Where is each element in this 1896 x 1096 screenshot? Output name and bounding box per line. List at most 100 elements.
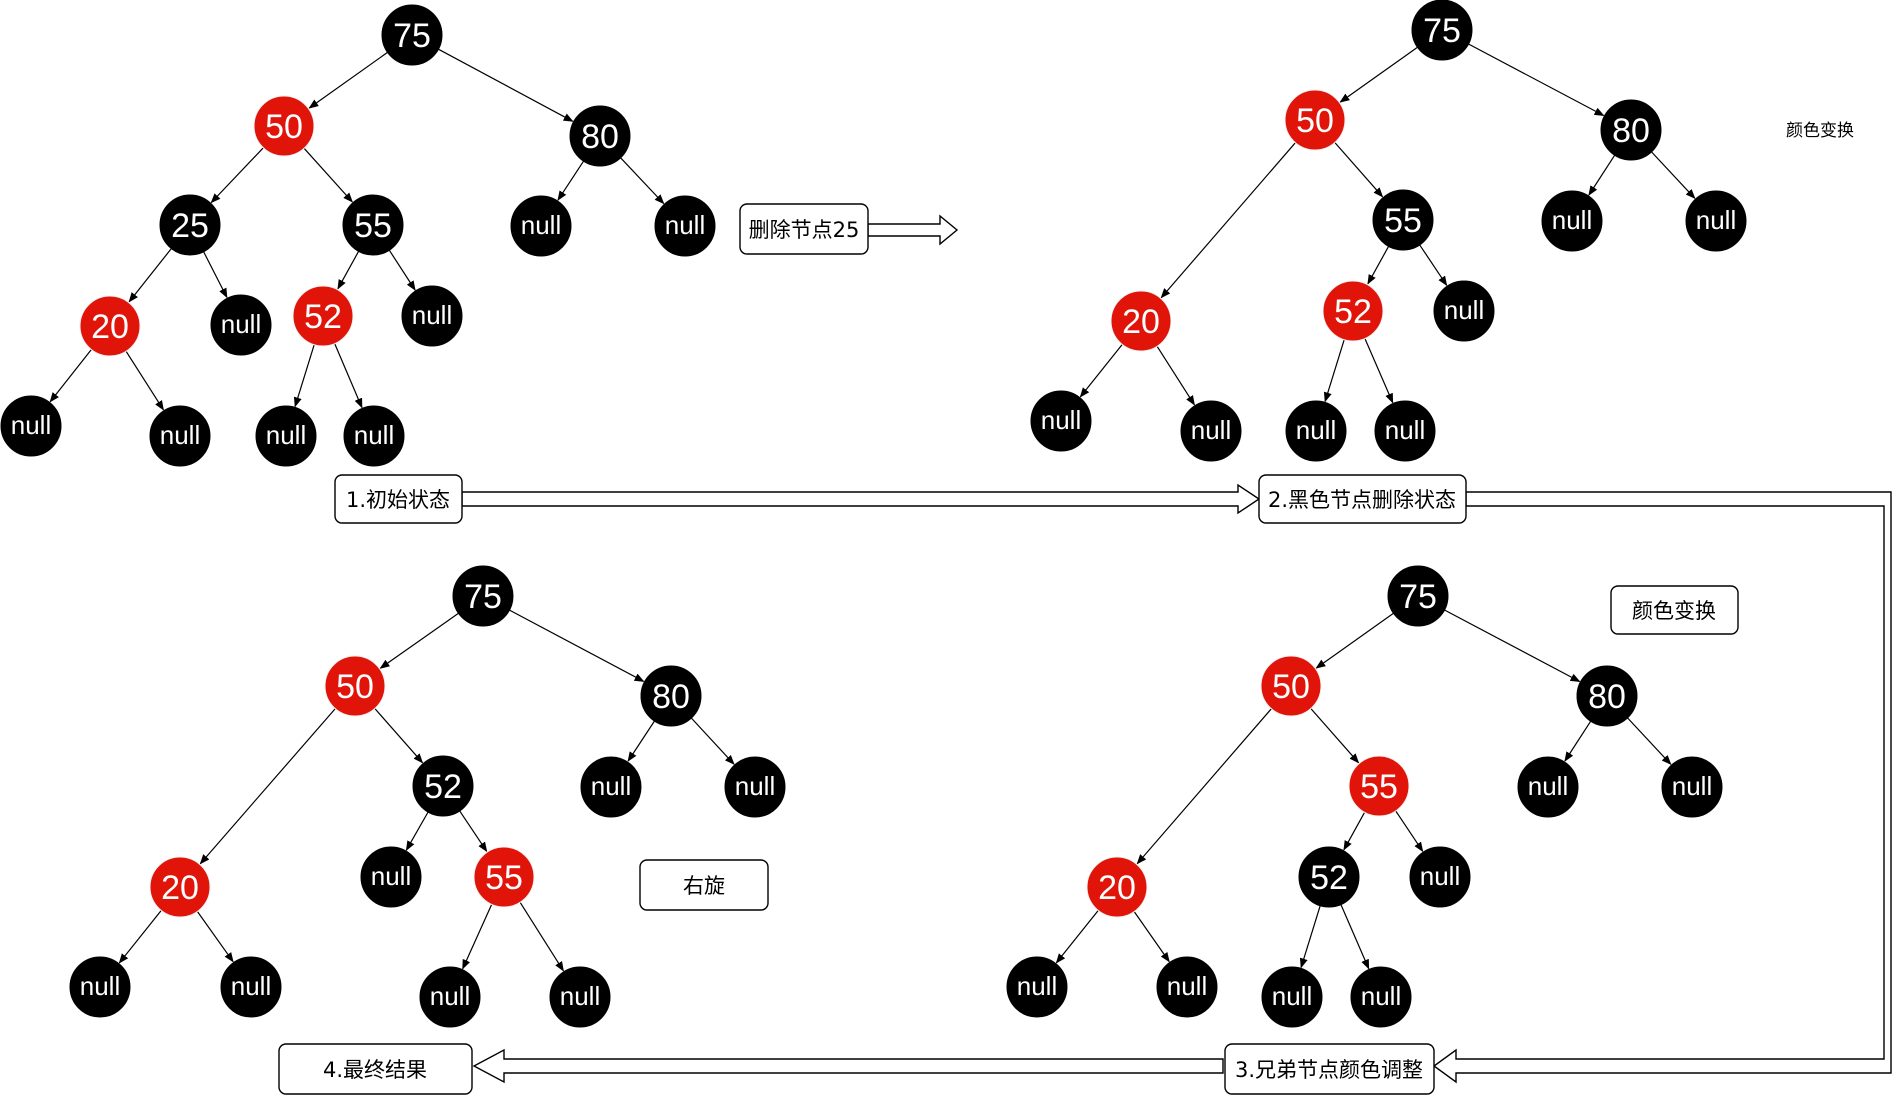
node-circle	[401, 285, 463, 347]
tree-edge	[462, 904, 493, 970]
node-label: null	[665, 210, 705, 240]
node-label: 25	[171, 207, 209, 245]
tree-node-20: 20	[1086, 856, 1148, 918]
node-circle	[1387, 565, 1449, 627]
node-circle	[159, 194, 221, 256]
node-circle	[1110, 290, 1172, 352]
node-label: null	[221, 309, 261, 339]
label-recolor-box: 颜色变换	[1632, 599, 1716, 623]
node-label: 55	[1360, 768, 1398, 806]
node-label: 52	[1334, 293, 1372, 331]
node-circle	[1374, 400, 1436, 462]
tree-edge	[1588, 154, 1616, 196]
node-circle	[1409, 846, 1471, 908]
node-circle	[1433, 280, 1495, 342]
arrow-state1-to-state2	[461, 483, 1261, 515]
node-circle	[1086, 856, 1148, 918]
null-leaf-node: null	[1156, 956, 1218, 1018]
node-label: 20	[161, 869, 199, 907]
tree-edge	[1340, 904, 1370, 970]
node-circle	[1260, 655, 1322, 717]
node-label: null	[560, 981, 600, 1011]
label-state2: 2.黑色节点删除状态	[1268, 488, 1456, 512]
tree-edge	[627, 720, 656, 762]
null-leaf-node: null	[1661, 756, 1723, 818]
node-circle	[342, 194, 404, 256]
null-leaf-node: null	[1350, 966, 1412, 1028]
node-label: 55	[354, 207, 392, 245]
tree-edge	[293, 344, 315, 408]
tree-node-55: 55	[1372, 189, 1434, 251]
node-label: null	[1296, 415, 1336, 445]
node-circle	[654, 195, 716, 257]
null-leaf-node: null	[0, 395, 62, 457]
node-label: null	[1191, 415, 1231, 445]
node-circle	[79, 295, 141, 357]
node-label: 55	[1384, 202, 1422, 240]
node-label: null	[1385, 415, 1425, 445]
tree-edge	[1310, 708, 1360, 764]
node-circle	[1411, 0, 1473, 61]
tree-edge	[1444, 609, 1581, 683]
node-circle	[1156, 956, 1218, 1018]
tree-edge	[438, 48, 574, 122]
null-leaf-node: null	[1409, 846, 1471, 908]
tree-edge	[49, 349, 92, 403]
tree-node-75: 75	[1387, 565, 1449, 627]
null-leaf-node: null	[1433, 280, 1495, 342]
arrow-delete-25	[867, 214, 959, 246]
null-leaf-node: null	[401, 285, 463, 347]
node-circle	[253, 95, 315, 157]
tree-edge	[1364, 338, 1394, 404]
node-label: null	[1167, 971, 1207, 1001]
tree-node-50: 50	[1284, 89, 1346, 151]
null-leaf-node: null	[1685, 190, 1747, 252]
tree-edge	[459, 810, 488, 853]
tree-edge	[509, 609, 645, 682]
node-label: null	[1361, 981, 1401, 1011]
tree-node-52: 52	[1298, 846, 1360, 908]
tree-edge	[308, 51, 388, 109]
tree-edge	[337, 251, 360, 290]
tree-edge	[519, 901, 564, 972]
node-label: 52	[304, 298, 342, 336]
tree-node-50: 50	[253, 95, 315, 157]
node-label: 80	[1588, 678, 1626, 716]
arrow-state2-to-state3	[1432, 491, 1892, 1084]
null-leaf-node: null	[1517, 756, 1579, 818]
label-box-rotate: 右旋	[639, 859, 769, 911]
label-state4: 4.最终结果	[323, 1058, 427, 1082]
node-label: 75	[1423, 12, 1461, 50]
node-circle	[1541, 190, 1603, 252]
node-circle	[1180, 400, 1242, 462]
tree-edge	[1627, 717, 1672, 766]
node-circle	[1350, 966, 1412, 1028]
label-box-delete-25: 删除节点25	[739, 203, 869, 255]
node-circle	[419, 966, 481, 1028]
node-label: 50	[1296, 102, 1334, 140]
node-circle	[1285, 400, 1347, 462]
node-label: null	[1272, 981, 1312, 1011]
tree-edge	[1343, 812, 1366, 851]
tree-node-75: 75	[452, 565, 514, 627]
tree-edge	[374, 708, 424, 764]
node-circle	[1284, 89, 1346, 151]
node-circle	[1576, 665, 1638, 727]
node-label: 20	[91, 308, 129, 346]
node-label: null	[1420, 861, 1460, 891]
node-label: null	[266, 420, 306, 450]
tree-edge	[203, 251, 228, 299]
null-leaf-node: null	[419, 966, 481, 1028]
node-label: null	[11, 410, 51, 440]
tree-edge	[1133, 911, 1170, 963]
tree-edge	[1079, 344, 1123, 398]
label-state3: 3.兄弟节点颜色调整	[1235, 1058, 1423, 1082]
node-label: null	[521, 210, 561, 240]
node-circle	[549, 966, 611, 1028]
tree-edge	[1651, 151, 1696, 200]
tree-node-55: 55	[1348, 755, 1410, 817]
node-circle	[343, 405, 405, 467]
node-label: 80	[652, 678, 690, 716]
